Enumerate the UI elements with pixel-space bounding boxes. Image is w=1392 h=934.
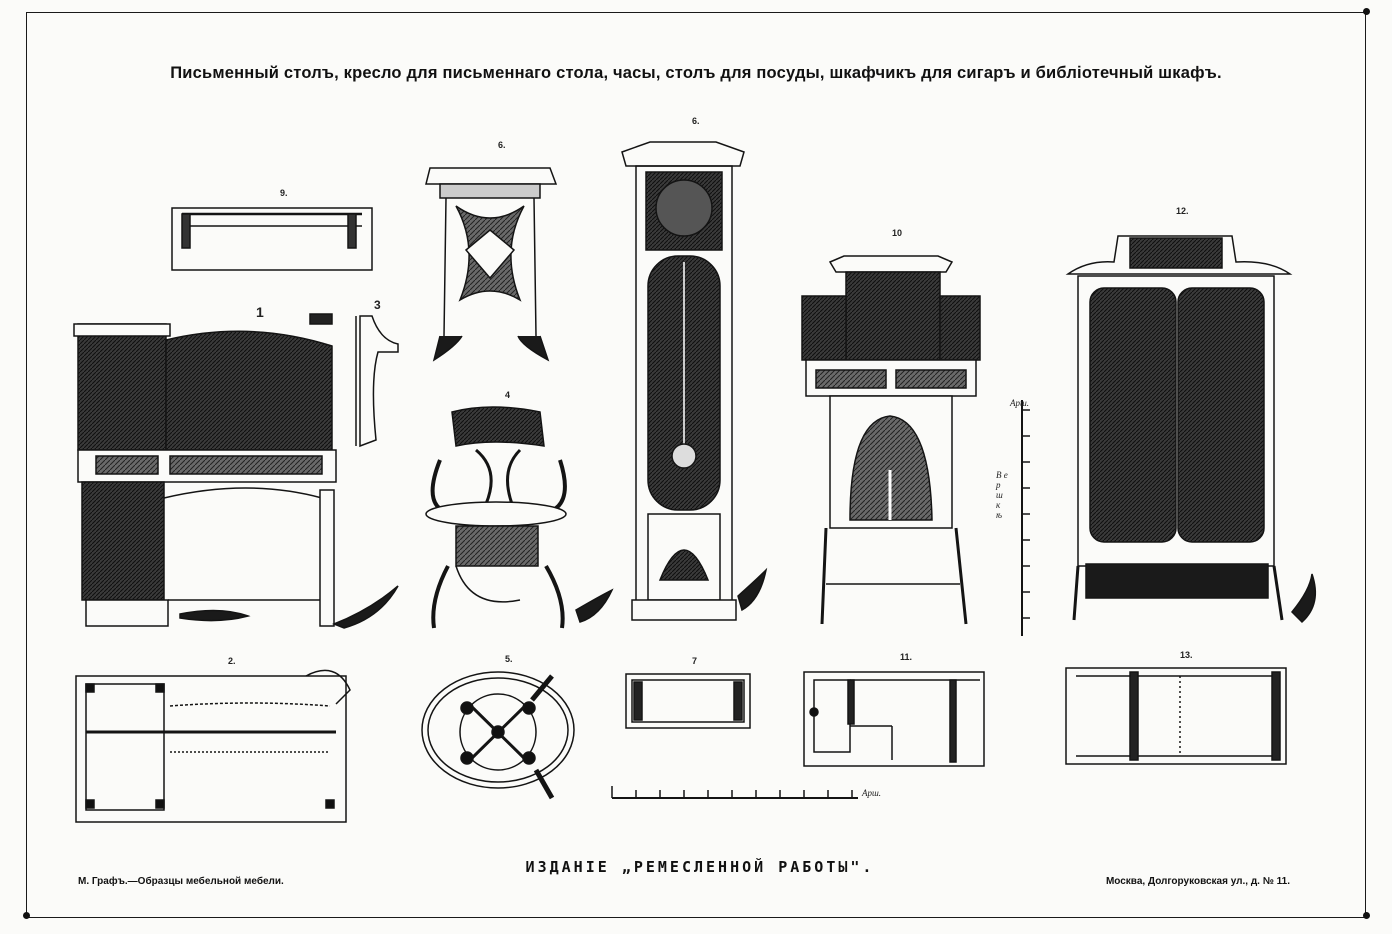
plate-border <box>26 12 1366 918</box>
figure-number: 1 <box>256 304 264 320</box>
figure-number: 2. <box>228 656 236 666</box>
figure-number: 11. <box>900 652 913 662</box>
figure-number: 10 <box>892 228 903 238</box>
figure-4-chair <box>425 406 614 629</box>
figure-number: 4 <box>505 390 511 400</box>
figure-2-desk-plan <box>75 669 351 823</box>
figure-1-writing-desk <box>73 313 399 629</box>
figure-number: 9. <box>280 188 288 198</box>
vertical-scale <box>1021 400 1030 636</box>
figure-number: 5. <box>505 654 513 664</box>
plate-title: Письменный столъ, кресло для письменнаго… <box>170 64 1222 82</box>
corner-dot <box>1363 8 1370 15</box>
vertical-scale-label: В е р ш к ѣ <box>996 470 1008 520</box>
figure-12-bookcase <box>1065 235 1317 624</box>
figure-6-tall-clock <box>621 141 768 621</box>
figure-6-stand <box>425 167 558 362</box>
figure-number: 6. <box>498 140 506 150</box>
footer-author: М. Графъ.—Образцы мебельной мебели. <box>78 876 284 887</box>
figure-7-clock-plan <box>625 673 751 729</box>
figure-3-profile <box>355 315 399 448</box>
scale-label: Арш. <box>862 788 882 798</box>
corner-dot <box>23 912 30 919</box>
figure-13-bookcase-plan <box>1065 667 1287 765</box>
vertical-scale-top-label: Арш. <box>1010 398 1030 408</box>
horizontal-scale <box>611 786 858 799</box>
figure-number: 3 <box>374 298 381 312</box>
figure-11-cabinet-plan <box>803 671 985 767</box>
figure-number: 13. <box>1180 650 1193 660</box>
figure-5-chair-plan <box>421 671 575 800</box>
figure-10-cigar-cabinet <box>801 255 981 625</box>
figure-number: 7 <box>692 656 698 666</box>
figure-number: 6. <box>692 116 700 126</box>
figure-number: 12. <box>1176 206 1189 216</box>
figure-9-shelf-plan <box>171 207 373 271</box>
footer-address: Москва, Долгоруковская ул., д. № 11. <box>1105 876 1290 887</box>
corner-dot <box>1363 912 1370 919</box>
footer-publisher: ИЗДАНІЕ „РЕМЕСЛЕННОЙ РАБОТЫ". <box>525 858 875 876</box>
